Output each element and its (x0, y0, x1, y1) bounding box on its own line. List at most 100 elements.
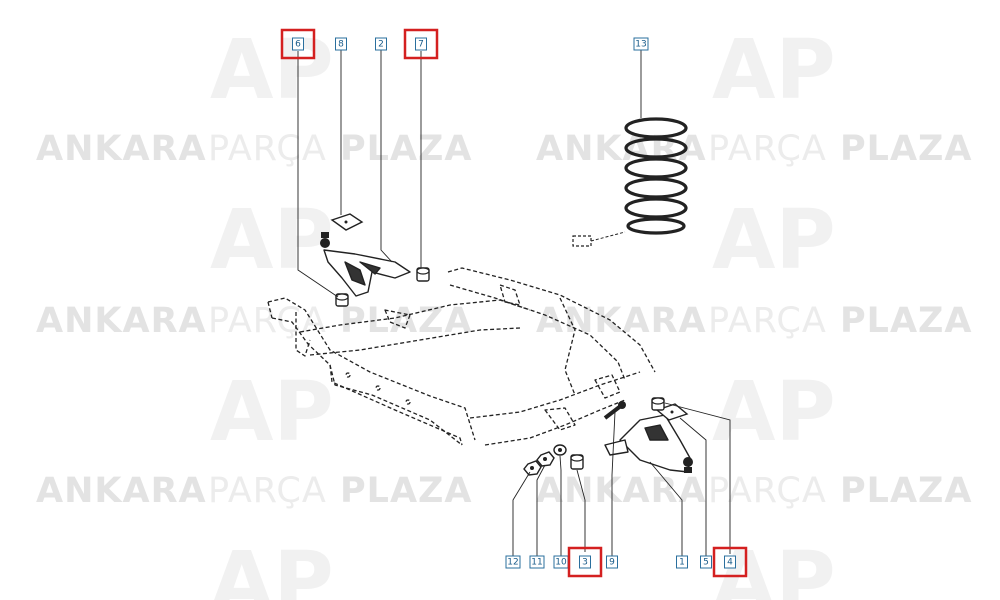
subframe-hole (345, 372, 351, 378)
watermark-word: PLAZA (840, 471, 973, 511)
callout-label: 8 (338, 40, 344, 50)
subframe (267, 267, 656, 446)
watermark-word: ANKARA (36, 301, 207, 341)
callout-highlight (567, 546, 603, 578)
watermark-logo: AP (712, 193, 836, 288)
callout-highlight (280, 28, 316, 60)
watermark-word: ANKARA (36, 129, 207, 169)
subframe-inner-brace (559, 297, 576, 396)
subframe-left-rail-top (267, 297, 476, 441)
bushing (570, 454, 584, 470)
callout-box (724, 555, 736, 569)
watermark-logo: AP (712, 365, 836, 460)
subframe-hole (405, 399, 411, 405)
subframe-left-end (267, 301, 311, 357)
callout-5: 5 (700, 555, 712, 569)
callout-box (700, 555, 712, 569)
callout-box (292, 37, 304, 51)
washer (553, 444, 567, 456)
nut (523, 460, 542, 476)
watermark-logo: AP (210, 193, 334, 288)
watermark-word: PARÇA (708, 471, 827, 511)
callout-label: 7 (418, 40, 424, 50)
watermark-word: PLAZA (840, 129, 973, 169)
ball-joint (320, 232, 330, 248)
callout-box (375, 37, 387, 51)
watermark-word: PARÇA (708, 129, 827, 169)
callout-4: 4 (712, 546, 748, 578)
callout-box (676, 555, 688, 569)
subframe-rear-cross-top (469, 371, 641, 419)
subframe-bracket (499, 284, 521, 306)
ball-joint (683, 457, 693, 473)
callout-7: 7 (403, 28, 439, 60)
callout-box (529, 555, 545, 569)
bushing (416, 267, 430, 282)
callout-label: 6 (295, 40, 301, 50)
bushing (651, 397, 665, 411)
callout-box (579, 555, 591, 569)
right-control-arm (604, 414, 691, 473)
callout-3: 3 (567, 546, 603, 578)
subframe-mount (384, 309, 411, 329)
subframe-lower-box (329, 364, 463, 446)
watermark-word: PLAZA (340, 471, 473, 511)
callout-label: 5 (703, 558, 709, 568)
watermark-row: ANKARA PARÇA PLAZA ANKARA PARÇA PLAZA (36, 301, 973, 341)
callout-label: 1 (679, 558, 685, 568)
bolt (603, 401, 626, 420)
watermark-logo: AP (210, 365, 334, 460)
subframe-arm-pivot (544, 407, 576, 431)
watermark-word: ANKARA (536, 471, 707, 511)
watermark-word: PLAZA (340, 129, 473, 169)
leader-lines (297, 49, 731, 556)
watermark-logo: AP (712, 23, 836, 118)
bushing (335, 293, 349, 307)
watermark: AP AP AP AP AP AP AP AP ANKARA PARÇA PLA… (36, 23, 973, 600)
subframe-arm-pivot (594, 374, 621, 399)
callout-label: 10 (555, 558, 567, 568)
callout-label: 3 (582, 558, 588, 568)
callout-12: 12 (505, 555, 521, 569)
subframe-hole (375, 385, 381, 391)
left-control-arm (323, 249, 411, 297)
callout-label: 11 (531, 558, 542, 568)
callout-1: 1 (676, 555, 688, 569)
watermark-word: PARÇA (208, 471, 327, 511)
callout-label: 13 (635, 40, 646, 50)
callout-box (335, 37, 347, 51)
subframe-left-rail-bottom (271, 317, 463, 446)
watermark-word: ANKARA (36, 471, 207, 511)
subframe-right-rail-top (447, 267, 656, 373)
subframe-right-rail-bottom (449, 284, 626, 381)
watermark-word: PLAZA (840, 301, 973, 341)
callout-6: 6 (280, 28, 316, 60)
callout-8: 8 (335, 37, 347, 51)
callout-label: 9 (609, 558, 615, 568)
watermark-word: PARÇA (208, 129, 327, 169)
callout-box (505, 555, 521, 569)
coil-spring (624, 117, 688, 235)
callout-highlight (712, 546, 748, 578)
callout-box (633, 37, 649, 51)
watermark-logo: AP (210, 535, 334, 600)
callout-9: 9 (606, 555, 618, 569)
subframe-front-cross-bottom (309, 327, 521, 356)
watermark-word: ANKARA (536, 301, 707, 341)
watermark-row: ANKARA PARÇA PLAZA ANKARA PARÇA PLAZA (36, 471, 973, 511)
callout-label: 4 (727, 558, 733, 568)
watermark-row: ANKARA PARÇA PLAZA ANKARA PARÇA PLAZA (36, 129, 973, 169)
spring-seat (572, 235, 592, 247)
callout-box (415, 37, 427, 51)
callout-10: 10 (553, 555, 569, 569)
watermark-word: PARÇA (708, 301, 827, 341)
callout-2: 2 (375, 37, 387, 51)
callout-13: 13 (633, 37, 649, 51)
callout-label: 2 (378, 40, 384, 50)
callout-label: 12 (507, 558, 518, 568)
watermark-word: PLAZA (340, 301, 473, 341)
callout-box (606, 555, 618, 569)
